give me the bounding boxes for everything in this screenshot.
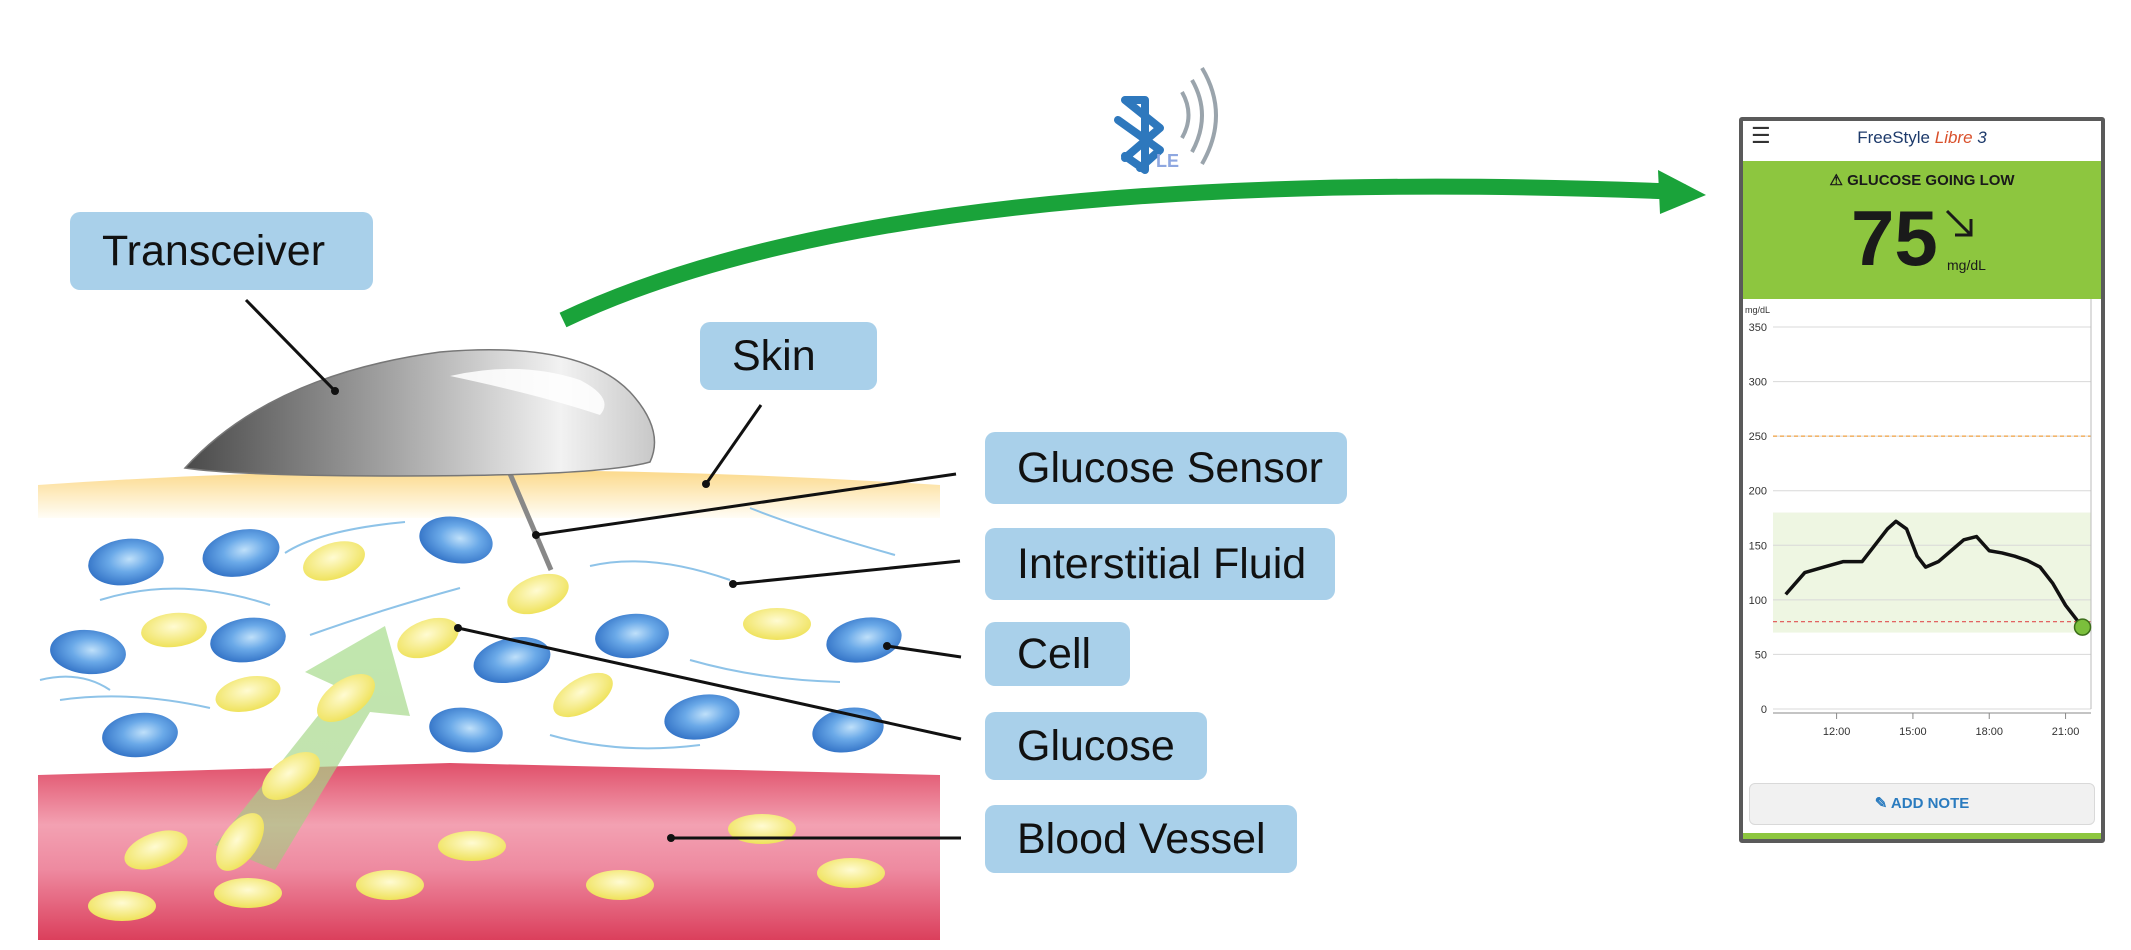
x-tick-label: 18:00 <box>1975 726 2003 738</box>
pencil-icon: ✎ <box>1874 795 1891 812</box>
label-blood-vessel: Blood Vessel <box>985 805 1297 873</box>
y-axis-label: mg/dL <box>1745 305 1770 315</box>
app-header: ☰ FreeStyle Libre 3 <box>1743 121 2101 161</box>
glucose-value: 75 <box>1851 194 1938 282</box>
y-tick-label: 0 <box>1761 704 1767 716</box>
label-transceiver: Transceiver <box>70 212 373 290</box>
brand-name: FreeStyle <box>1857 128 1935 147</box>
target-range-band <box>1773 512 2091 633</box>
add-note-label: ADD NOTE <box>1890 795 1970 812</box>
bluetooth-le-icon: LE <box>1114 66 1218 174</box>
y-tick-label: 350 <box>1749 322 1767 334</box>
label-glucose: Glucose <box>985 712 1207 780</box>
transmission-arrowhead <box>1658 170 1706 214</box>
y-tick-label: 100 <box>1749 595 1767 607</box>
x-tick-label: 21:00 <box>2052 726 2080 738</box>
skin-layer <box>38 470 940 518</box>
label-cell: Cell <box>985 622 1130 686</box>
transmission-arrow <box>559 178 1686 328</box>
brand-libre: Libre <box>1934 128 1973 147</box>
add-note-button[interactable]: ✎ ADD NOTE <box>1749 783 2095 825</box>
glucose-chart: 0 50 100 150 200 250 300 350 mg/dL 12:00 15:00 18:0… <box>1745 299 2092 738</box>
alert-text: GLUCOSE GOING LOW <box>1847 172 2015 189</box>
app-brand: FreeStyle Libre 3 <box>1743 128 2101 148</box>
glucose-series-line <box>1784 519 2084 629</box>
label-glucose-sensor: Glucose Sensor <box>985 432 1347 504</box>
arrow-down-right-icon <box>1945 209 1973 237</box>
warning-icon: ⚠︎ <box>1829 172 1848 189</box>
leader-dots <box>331 387 891 842</box>
cells <box>50 516 902 758</box>
y-tick-label: 250 <box>1749 431 1767 443</box>
bluetooth-le-text: LE <box>1156 151 1179 171</box>
current-glucose-point <box>2073 618 2092 636</box>
glucose-unit: mg/dL <box>1947 257 1986 273</box>
x-tick-label: 15:00 <box>1899 726 1927 738</box>
brand-version: 3 <box>1972 128 1987 147</box>
leader-lines <box>244 298 962 840</box>
y-tick-label: 200 <box>1749 486 1767 498</box>
glucose-molecules <box>88 541 885 921</box>
glucose-banner: ⚠︎ GLUCOSE GOING LOW 75 mg/dL <box>1743 161 2101 299</box>
glucose-alert: ⚠︎ GLUCOSE GOING LOW <box>1743 171 2101 189</box>
label-interstitial-fluid: Interstitial Fluid <box>985 528 1335 600</box>
label-skin: Skin <box>700 322 877 390</box>
y-tick-label: 50 <box>1755 649 1767 661</box>
y-tick-label: 300 <box>1749 377 1767 389</box>
interstitial-fluid-strands <box>39 507 896 750</box>
transceiver-highlight <box>450 368 605 415</box>
sensor-filament <box>502 461 554 571</box>
y-tick-label: 150 <box>1749 540 1767 552</box>
hamburger-icon[interactable]: ☰ <box>1751 123 1771 148</box>
x-tick-label: 12:00 <box>1823 726 1851 738</box>
app-bottom-bar <box>1743 833 2101 839</box>
phone-app-screen: ☰ FreeStyle Libre 3 ⚠︎ GLUCOSE GOING LOW… <box>1739 117 2105 843</box>
transceiver-device <box>183 349 656 477</box>
